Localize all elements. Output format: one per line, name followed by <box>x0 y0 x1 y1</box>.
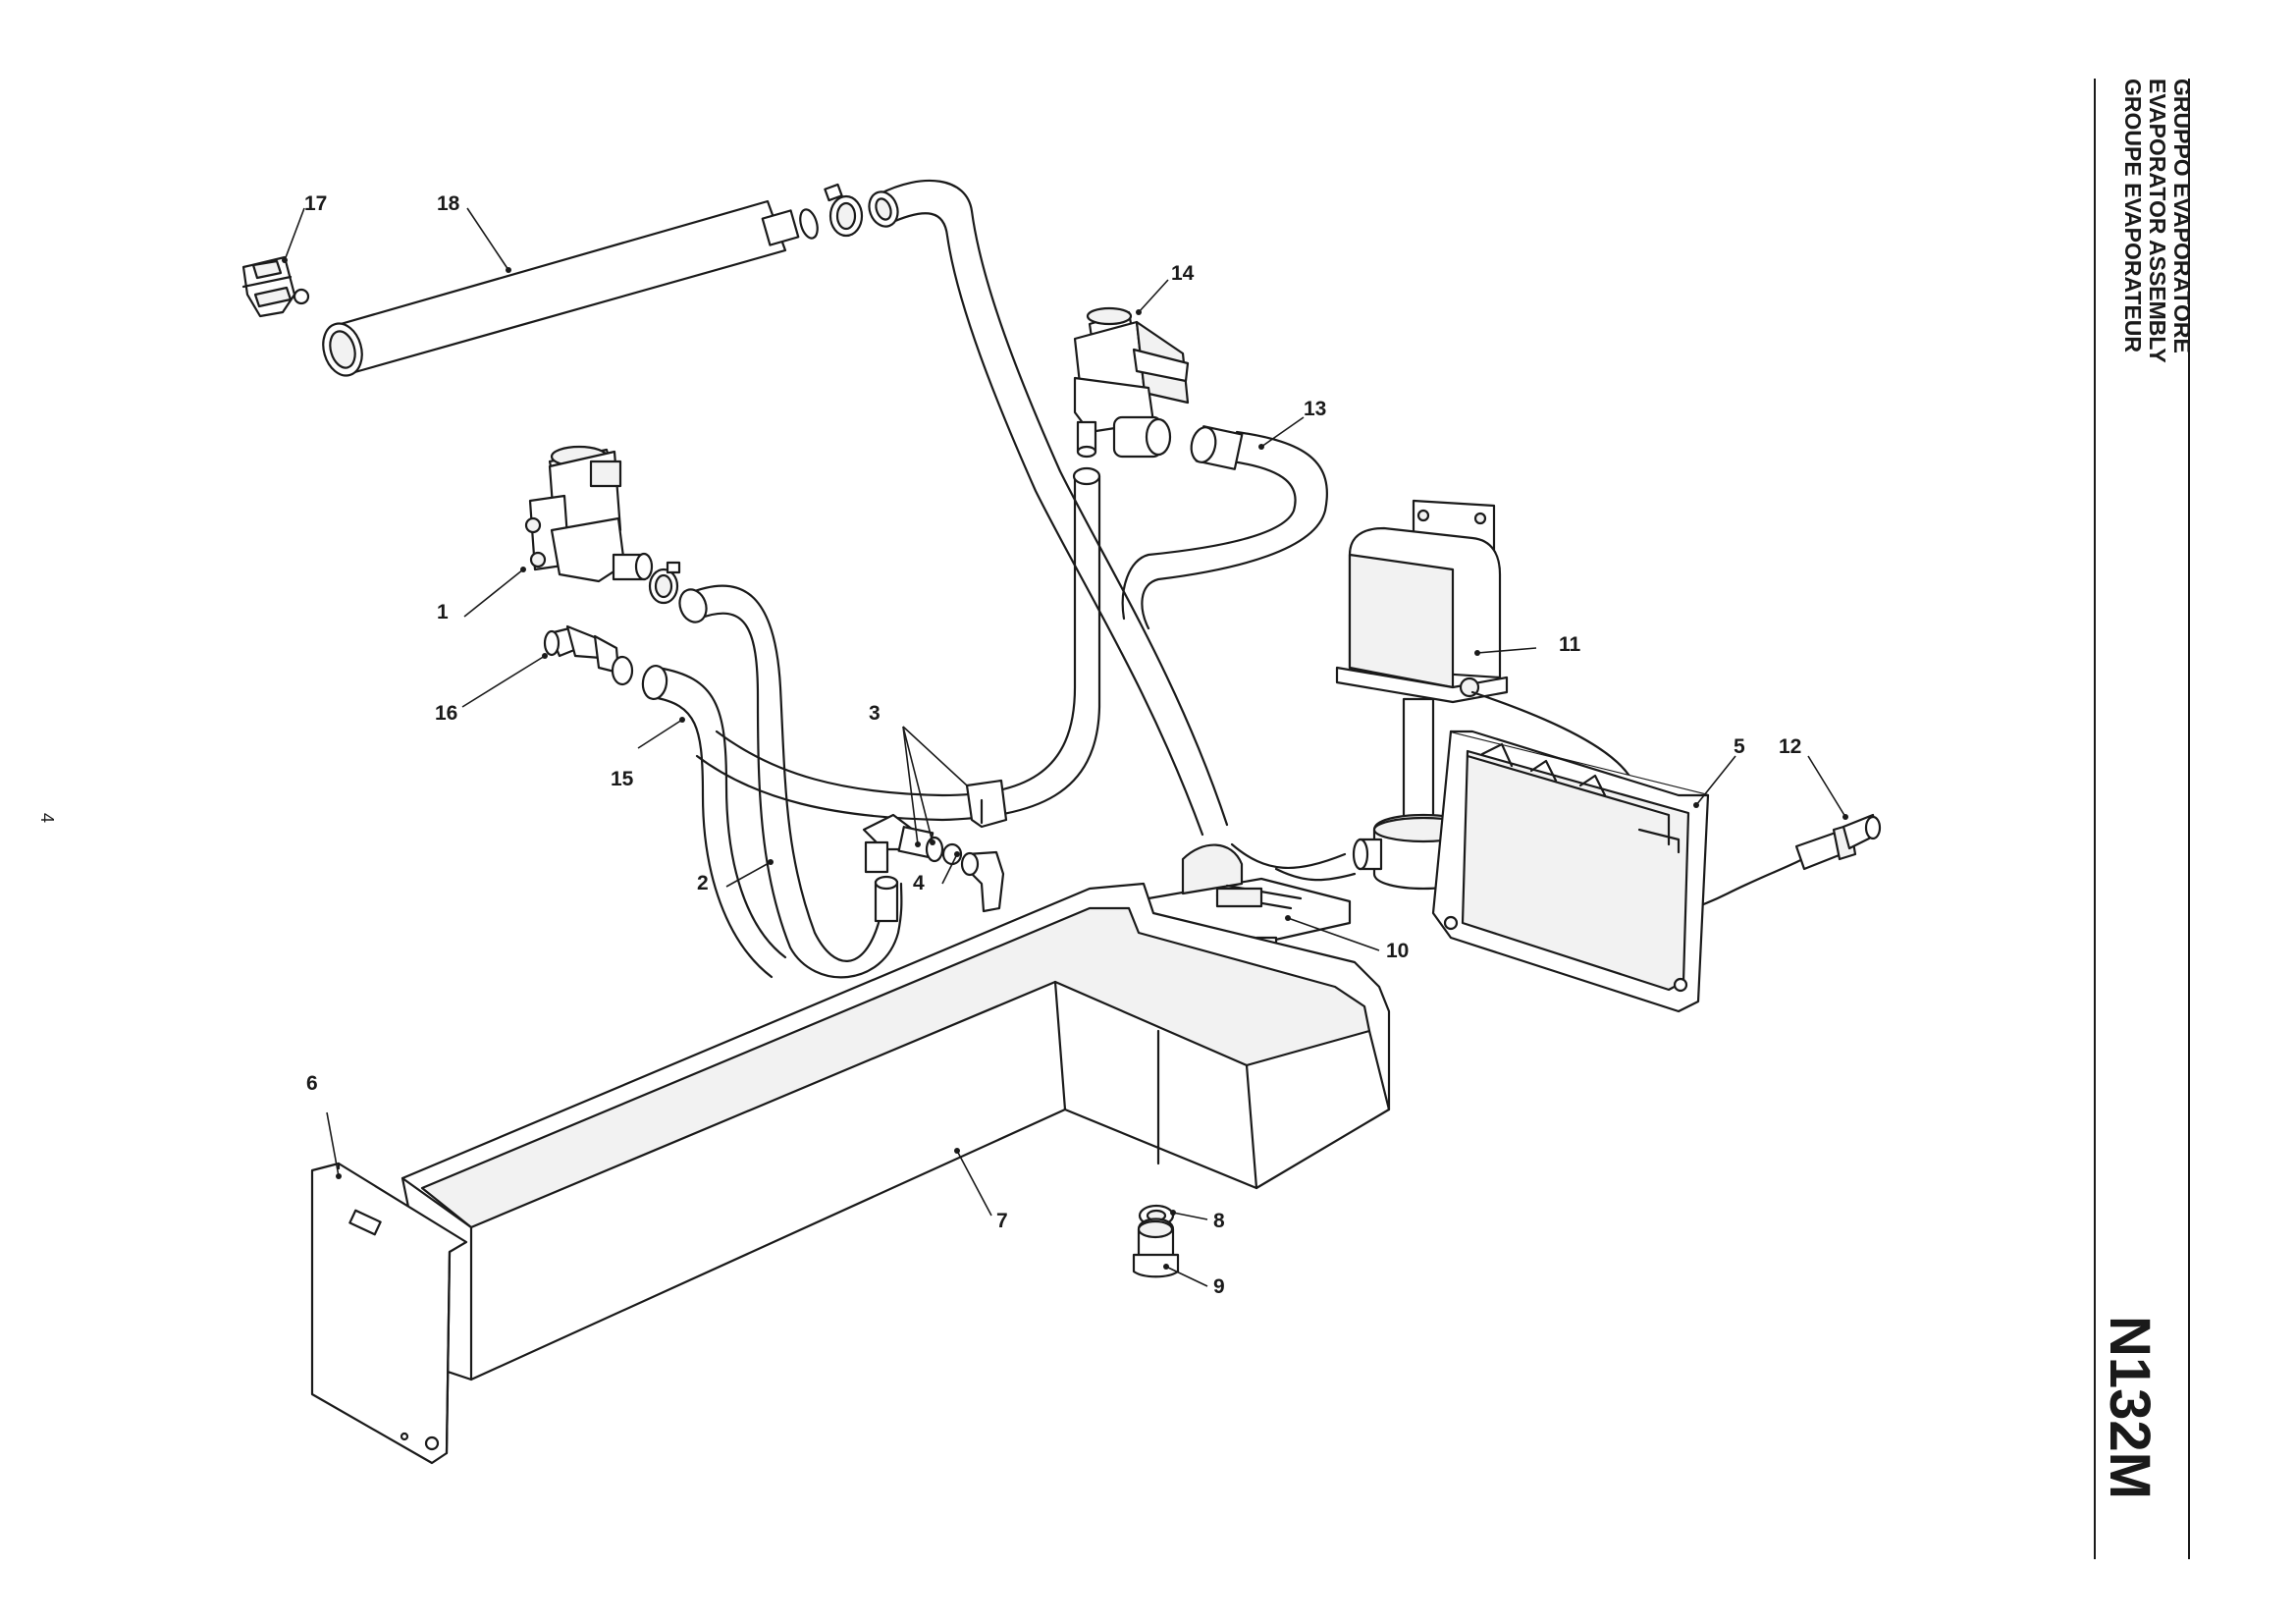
part-14-solenoid-valve <box>1073 306 1190 459</box>
part-4-oring-elbow <box>941 842 1005 913</box>
callout-4: 4 <box>913 872 925 894</box>
part-13-branch-hose <box>1121 425 1328 630</box>
title-english: EVAPORATOR ASSEMBLY <box>2145 79 2170 363</box>
callout-14: 14 <box>1171 262 1195 285</box>
part-16-hose-connector <box>543 624 634 686</box>
callout-12: 12 <box>1779 735 1801 758</box>
callout-15: 15 <box>611 768 634 790</box>
callout-6: 6 <box>306 1072 318 1095</box>
part-1-solenoid-valve <box>524 445 654 583</box>
part-9-drain-plug <box>1132 1218 1180 1278</box>
title-sidebar: GRUPPO EVAPORATORE EVAPORATOR ASSEMBLY G… <box>2094 79 2195 1559</box>
part-11-pump <box>1335 499 1509 891</box>
part-ring-clamp-left <box>648 561 681 605</box>
callout-13: 13 <box>1304 398 1326 420</box>
model-code: N132M <box>2098 1316 2162 1499</box>
callout-11: 11 <box>1559 633 1581 656</box>
page-number: 4 <box>37 813 57 823</box>
part-ring-clamp-top <box>824 183 864 238</box>
part-vertical-pipe <box>695 466 1101 822</box>
part-large-s-hose <box>868 179 1229 837</box>
part-6-end-plate <box>310 1162 468 1465</box>
callout-3: 3 <box>869 702 881 725</box>
leader-lines <box>282 207 1848 1287</box>
callout-1: 1 <box>437 601 449 623</box>
part-2-u-hose <box>678 584 903 979</box>
callout-16: 16 <box>435 702 457 725</box>
callout-7: 7 <box>996 1210 1008 1232</box>
title-italian: GRUPPO EVAPORATORE <box>2169 79 2195 353</box>
part-15-hose <box>641 664 787 979</box>
callout-numbers: 17 18 14 13 1 11 16 15 3 5 12 2 4 10 6 7… <box>304 192 1801 1298</box>
callout-9: 9 <box>1213 1275 1225 1298</box>
callout-18: 18 <box>437 192 460 215</box>
part-7-water-pan <box>400 882 1391 1381</box>
part-5-mounting-bracket <box>1431 730 1710 1013</box>
callout-2: 2 <box>697 872 709 894</box>
part-18-straight-tube <box>322 199 819 377</box>
callout-8: 8 <box>1213 1210 1225 1232</box>
callout-5: 5 <box>1734 735 1745 758</box>
part-3-elbow-fittings <box>862 779 1008 923</box>
part-pump-outlet-tube <box>1230 842 1357 882</box>
callout-10: 10 <box>1386 940 1409 962</box>
callout-17: 17 <box>304 192 327 215</box>
title-french: GROUPE EVAPORATEUR <box>2120 79 2146 352</box>
part-17-hose-clamp <box>241 255 310 318</box>
